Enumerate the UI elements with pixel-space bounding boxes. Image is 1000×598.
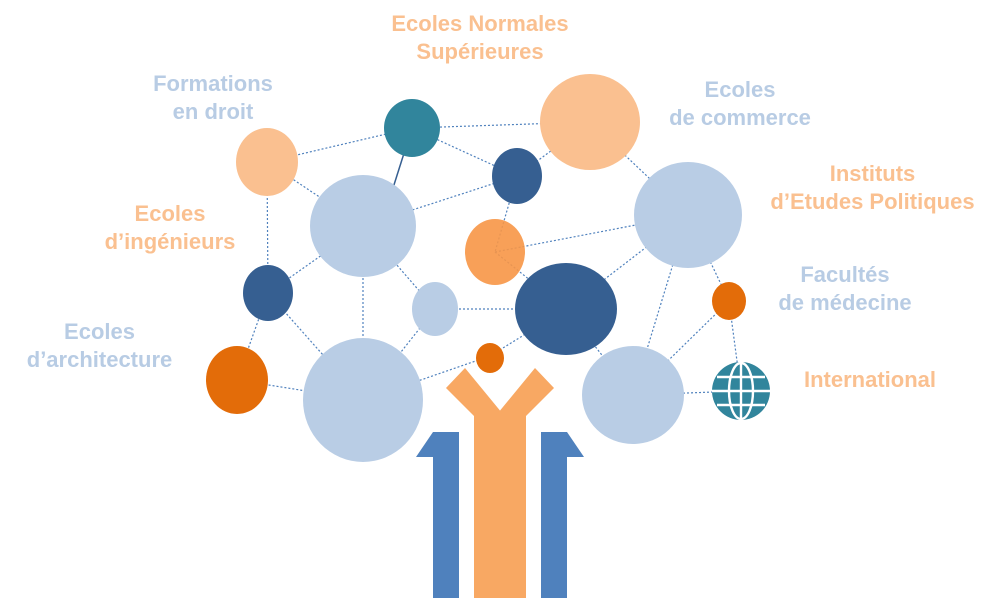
label-medecine-line2: de médecine (778, 290, 912, 315)
node-ens (540, 74, 640, 170)
node-dark-blue-center (515, 263, 617, 355)
node-light-blue-lower-left (303, 338, 423, 462)
label-droit-line2: en droit (172, 99, 254, 124)
label-medecine-line1: Facultés (800, 262, 890, 287)
connector (494, 214, 689, 253)
label-architecture-line2: d’architecture (26, 347, 173, 372)
node-architecture (206, 346, 268, 414)
node-light-blue-lower-right (582, 346, 684, 444)
label-international-line1: International (803, 367, 936, 392)
globe-icon (712, 361, 770, 421)
node-droit (236, 128, 298, 196)
label-iep-line2: d’Etudes Politiques (770, 189, 975, 214)
node-orange-center (465, 219, 525, 285)
connector (362, 175, 518, 227)
label-commerce: Ecoles de commerce (640, 76, 840, 132)
label-iep: Instituts d’Etudes Politiques (750, 160, 995, 216)
connector (362, 355, 491, 401)
connector (728, 300, 742, 392)
label-medecine: Facultés de médecine (755, 261, 935, 317)
node-light-blue-upper-right (634, 162, 742, 268)
node-medecine (712, 282, 746, 320)
node-small-orange (476, 343, 504, 373)
label-commerce-line2: de commerce (669, 105, 811, 130)
trunk-left-orange (446, 368, 502, 598)
node-light-blue-small (412, 282, 458, 336)
label-ingenieurs-line2: d’ingénieurs (104, 229, 236, 254)
trunk-right-orange (498, 368, 554, 598)
trunk-right-blue (541, 432, 584, 598)
label-droit-line1: Formations (153, 71, 273, 96)
label-international: International (780, 366, 960, 394)
trunk-left-blue (416, 432, 459, 598)
node-dark-blue-left (243, 265, 293, 321)
label-ens-line2: Supérieures (416, 39, 544, 64)
label-iep-line1: Instituts (829, 161, 916, 186)
label-ingenieurs-line1: Ecoles (134, 201, 206, 226)
node-teal (384, 99, 440, 157)
network-nodes (206, 74, 746, 462)
node-dark-blue-top (492, 148, 542, 204)
label-ingenieurs: Ecoles d’ingénieurs (85, 200, 255, 256)
node-light-blue-upper-left (310, 175, 416, 277)
label-droit: Formations en droit (128, 70, 298, 126)
label-ens: Ecoles Normales Supérieures (360, 10, 600, 66)
tree-trunk (416, 368, 584, 598)
label-commerce-line1: Ecoles (704, 77, 776, 102)
label-architecture-line1: Ecoles (64, 319, 135, 344)
label-ens-line1: Ecoles Normales (391, 11, 569, 36)
label-architecture: Ecoles d’architecture (2, 318, 197, 374)
